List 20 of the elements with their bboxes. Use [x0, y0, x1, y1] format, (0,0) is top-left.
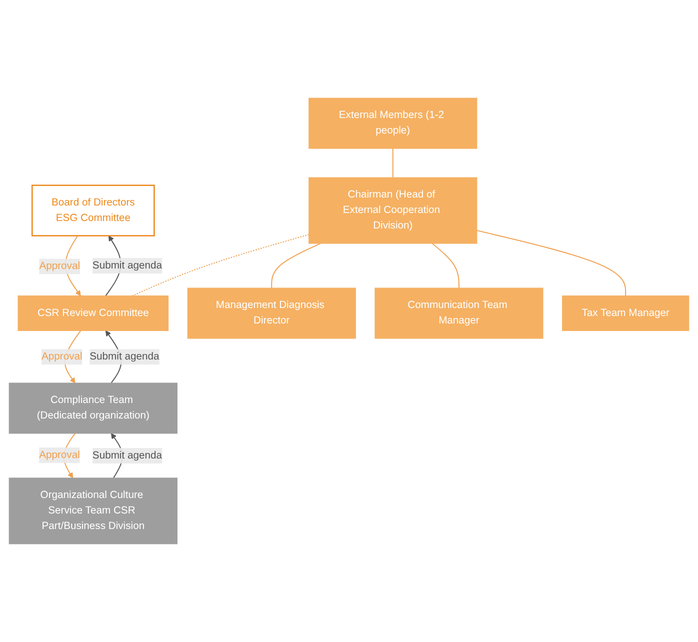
connector [271, 242, 322, 289]
node-box: CSR Review Committee [18, 295, 169, 332]
node-box: Compliance Team (Dedicated organization) [8, 382, 178, 434]
edge-label: Submit agenda [92, 260, 162, 271]
node-box: Tax Team Manager [562, 295, 690, 332]
node-box: External Members (1-2 people) [308, 98, 478, 149]
edge-label: Submit agenda [90, 351, 160, 362]
edge-label: Approval [39, 260, 80, 272]
edge-label: Approval [39, 449, 80, 460]
node-box: Management Diagnosis Director [187, 288, 356, 339]
node-box: Communication Team Manager [374, 288, 544, 339]
connector [132, 234, 310, 296]
connector [432, 242, 460, 289]
node-box: Board of Directors ESG Committee [31, 184, 155, 236]
edge-label: Submit agenda [92, 450, 162, 461]
edge-label: Approval [41, 351, 82, 362]
node-box: Chairman (Head of External Cooperation Division) [308, 177, 478, 244]
connector [476, 230, 626, 296]
connector [392, 148, 394, 178]
node-box: Organizational Culture Service Team CSR Part/Business Division [8, 478, 178, 544]
